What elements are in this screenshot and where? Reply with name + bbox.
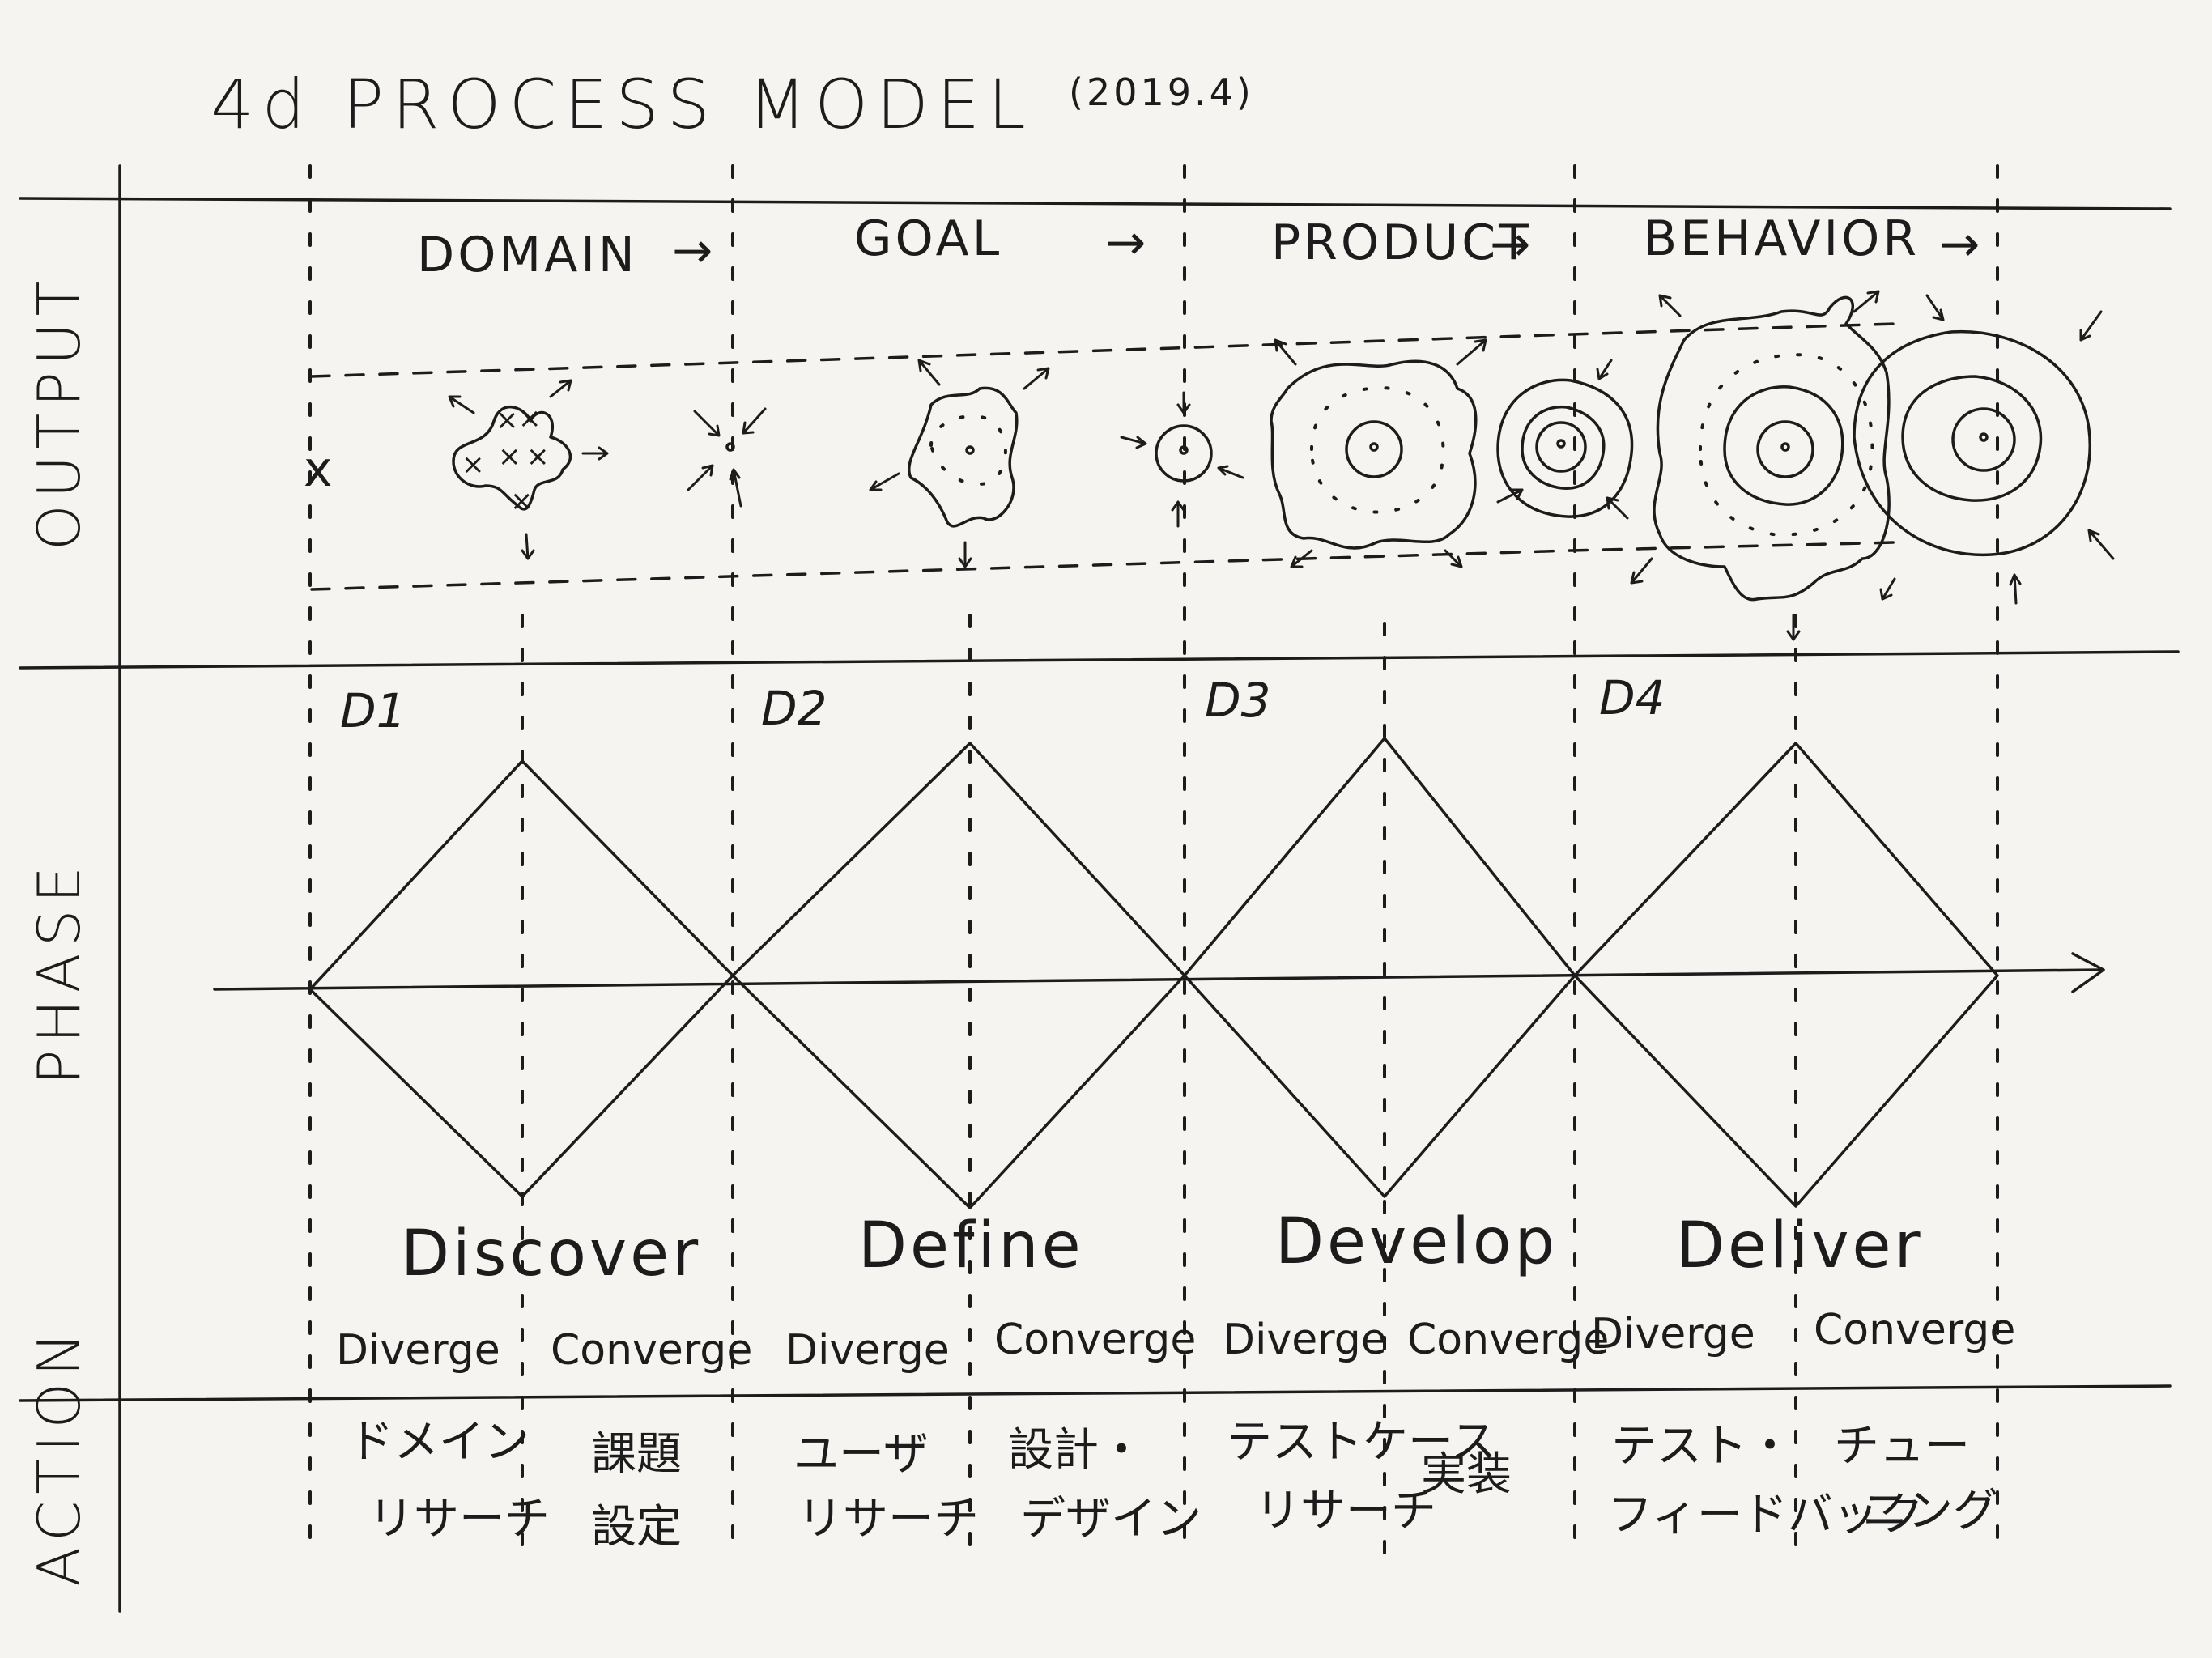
- focus-rings-3: [1496, 359, 1634, 520]
- phase-name-discover: Discover: [401, 1218, 701, 1290]
- output-arrow-4: →: [1939, 216, 1983, 273]
- action-d3-diverge-line2: リサーチ: [1255, 1485, 1436, 1537]
- svg-text:×: ×: [526, 440, 550, 473]
- behavior-blob: [1630, 290, 1896, 641]
- phase-name-deliver: Deliver: [1676, 1209, 1924, 1282]
- phase-id-d1: D1: [340, 683, 406, 738]
- converge-label-d3: Converge: [1407, 1316, 1609, 1364]
- output-envelope-top: [310, 322, 1896, 378]
- converge-label-d4: Converge: [1814, 1306, 2015, 1354]
- output-envelope-bottom: [310, 541, 1896, 591]
- action-d2-diverge-line1: ユーザ: [793, 1428, 929, 1481]
- action-d3-diverge-line1: テストケース: [1227, 1416, 1496, 1469]
- diamond-d2: [731, 742, 1186, 1209]
- domain-blob: × × × × × ×: [448, 379, 609, 560]
- phase-id-d3: D3: [1205, 673, 1271, 728]
- output-label-domain: DOMAIN: [417, 227, 638, 283]
- output-label-goal: GOAL: [854, 210, 1002, 267]
- svg-text:×: ×: [462, 449, 485, 481]
- row-label-action: ACTION: [25, 1326, 93, 1587]
- phase-name-define: Define: [858, 1209, 1084, 1282]
- svg-text:×: ×: [498, 440, 521, 473]
- product-blob: [1270, 338, 1487, 568]
- row-label-output: OUTPUT: [25, 274, 93, 551]
- svg-text:×: ×: [518, 402, 542, 435]
- diamond-d3: [1183, 737, 1576, 1198]
- diamond-d4: [1573, 742, 1999, 1208]
- output-label-product: PRODUCT: [1271, 215, 1532, 271]
- action-d2-converge-line2: デザイン: [1020, 1493, 1202, 1545]
- top-horizontal-rule: [19, 197, 2172, 210]
- action-d1-diverge-line1: ドメイン: [348, 1416, 530, 1469]
- output-arrow-3: →: [1490, 216, 1534, 273]
- output-phase-divider: [19, 650, 2180, 670]
- converge-label-d1: Converge: [551, 1326, 752, 1375]
- focus-circle-2: [1120, 391, 1244, 528]
- svg-text:×: ×: [496, 404, 519, 436]
- output-arrow-1: →: [672, 223, 716, 279]
- diverge-label-d2: Diverge: [785, 1326, 950, 1375]
- svg-text:×: ×: [510, 485, 534, 517]
- diagram-title: 4d PROCESS MODEL: [211, 65, 1034, 144]
- action-d1-diverge-line2: リサーチ: [368, 1493, 550, 1545]
- action-d4-converge-line1: チュー: [1834, 1420, 1970, 1473]
- diverge-label-d1: Diverge: [336, 1326, 500, 1375]
- focus-point-1: [687, 407, 767, 508]
- diverge-label-d4: Diverge: [1591, 1310, 1755, 1358]
- action-d1-converge-line1: 課題: [591, 1428, 682, 1481]
- phase-axis-arrowhead: [2071, 952, 2105, 993]
- phase-id-d4: D4: [1599, 670, 1665, 725]
- row-label-phase: PHASE: [25, 860, 93, 1085]
- action-d2-diverge-line2: リサーチ: [798, 1493, 979, 1545]
- output-arrow-2: →: [1105, 215, 1149, 271]
- phase-id-d2: D2: [761, 681, 827, 736]
- diagram-date: (2019.4): [1069, 70, 1254, 114]
- final-rings: [1853, 294, 2115, 605]
- phase-name-develop: Develop: [1275, 1205, 1558, 1278]
- action-d4-converge-line2: ニング: [1862, 1485, 1998, 1537]
- phase-axis: [213, 968, 2103, 991]
- converge-label-d2: Converge: [994, 1316, 1196, 1364]
- domain-start-mark: x: [304, 441, 336, 498]
- action-d2-converge-line1: 設計・: [1008, 1424, 1144, 1477]
- output-label-behavior: BEHAVIOR: [1644, 210, 1920, 267]
- action-d4-diverge-line1: テスト・: [1611, 1420, 1793, 1473]
- action-d3-converge-line1: 実装: [1421, 1448, 1512, 1501]
- goal-blob: [869, 359, 1050, 568]
- action-d1-converge-line2: 設定: [591, 1501, 682, 1554]
- action-d4-diverge-line2: フィードバック: [1607, 1489, 1924, 1541]
- diverge-label-d3: Diverge: [1223, 1316, 1387, 1364]
- phase-action-divider: [19, 1384, 2172, 1402]
